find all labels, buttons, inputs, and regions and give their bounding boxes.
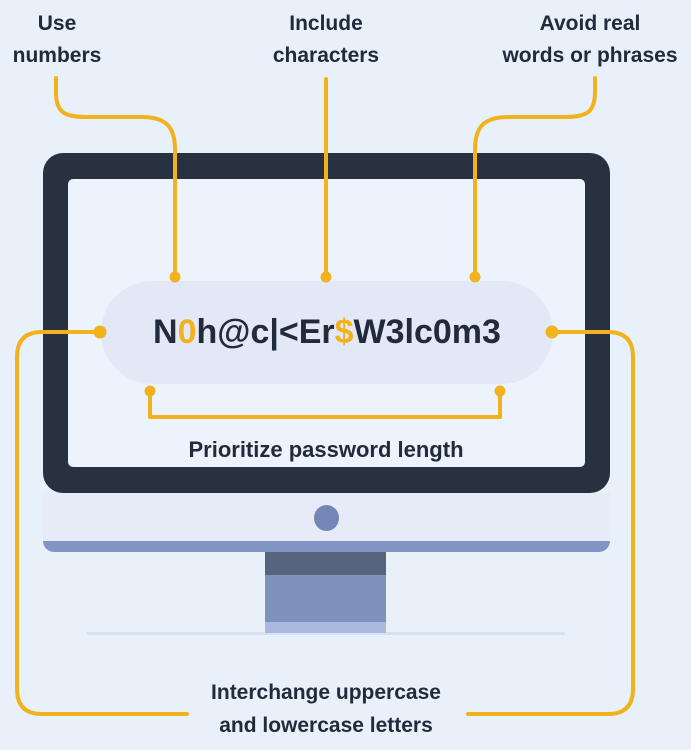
desk-line bbox=[86, 632, 565, 635]
monitor-stand bbox=[265, 552, 386, 633]
callout-avoid-real-words: Avoid real words or phrases bbox=[470, 8, 691, 72]
callout-line: numbers bbox=[12, 44, 102, 67]
monitor-chin-strip bbox=[43, 541, 610, 552]
callout-use-numbers: Use numbers bbox=[0, 8, 114, 72]
password-segment: W3lc0m3 bbox=[353, 313, 501, 351]
password-char-highlighted: 0 bbox=[177, 313, 197, 351]
callout-line: Interchange uppercase bbox=[211, 681, 441, 704]
password-segment: N bbox=[153, 313, 178, 351]
stand-neck bbox=[265, 575, 386, 622]
callout-line: Avoid real bbox=[539, 12, 641, 35]
callout-line: and lowercase letters bbox=[219, 714, 433, 737]
password-field: N0h@c|<Er$W3lc0m3 bbox=[101, 281, 553, 384]
callout-interchange-case: Interchange uppercase and lowercase lett… bbox=[176, 676, 476, 742]
stand-foot bbox=[265, 622, 386, 633]
callout-prioritize-length: Prioritize password length bbox=[188, 437, 464, 462]
callout-line: words or phrases bbox=[502, 44, 678, 67]
password-text: N0h@c|<Er$W3lc0m3 bbox=[153, 313, 501, 352]
monitor-power-dot bbox=[314, 505, 339, 531]
callout-line: characters bbox=[272, 44, 380, 67]
stand-shadow bbox=[265, 552, 386, 575]
callout-line: Include bbox=[289, 12, 363, 35]
password-char-highlighted: $ bbox=[334, 313, 354, 351]
callout-include-characters: Include characters bbox=[226, 8, 426, 72]
password-segment: h@c|<Er bbox=[196, 313, 335, 351]
callout-line: Use bbox=[37, 12, 77, 35]
